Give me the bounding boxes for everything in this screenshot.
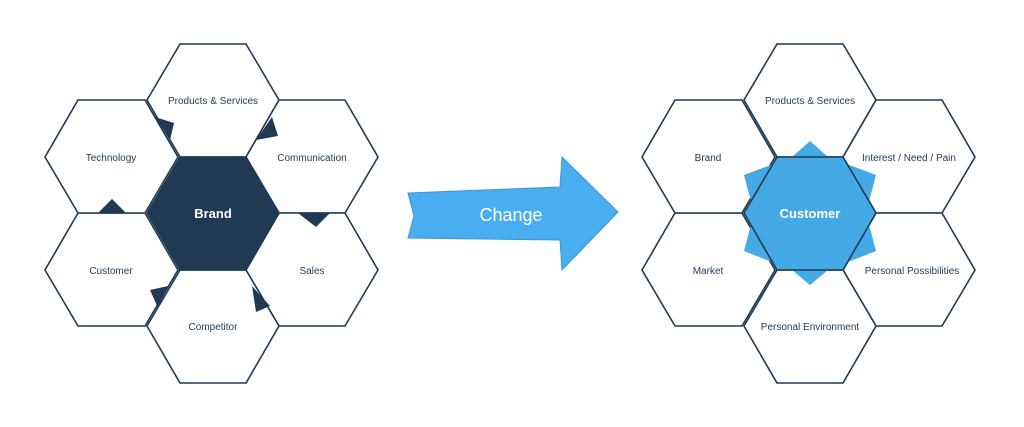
arrow-label: Change — [479, 205, 542, 225]
right-cluster: Products & Services Interest / Need / Pa… — [641, 43, 976, 384]
connector-triangle — [298, 213, 330, 227]
center-label: Customer — [780, 206, 841, 221]
hex-label: Products & Services — [765, 96, 855, 107]
hex-label: Customer — [89, 266, 133, 277]
hex-label: Technology — [86, 153, 137, 164]
hex-technology — [44, 99, 179, 214]
hex-label: Personal Possibilities — [865, 266, 960, 277]
hex-label: Sales — [299, 266, 324, 277]
left-cluster: Products & Services Communication Sales … — [44, 43, 379, 384]
connector-triangle — [256, 117, 278, 140]
hex-label: Products & Services — [168, 96, 258, 107]
center-label: Brand — [194, 206, 232, 221]
center-hex-customer — [743, 156, 877, 271]
connector-triangle — [150, 286, 168, 308]
arrow-shape — [407, 155, 619, 272]
change-arrow: Change — [407, 155, 619, 272]
center-hex-brand — [146, 156, 280, 271]
hex-label: Brand — [695, 153, 722, 164]
connector-triangle — [155, 117, 174, 140]
hex-label: Competitor — [189, 322, 239, 333]
hex-label: Market — [693, 266, 724, 277]
connector-triangle — [98, 199, 126, 213]
hex-label: Personal Environment — [761, 322, 860, 333]
connector-triangle — [252, 286, 270, 312]
hex-label: Communication — [277, 153, 346, 164]
hex-brand — [641, 99, 776, 214]
hex-label: Interest / Need / Pain — [862, 153, 956, 164]
